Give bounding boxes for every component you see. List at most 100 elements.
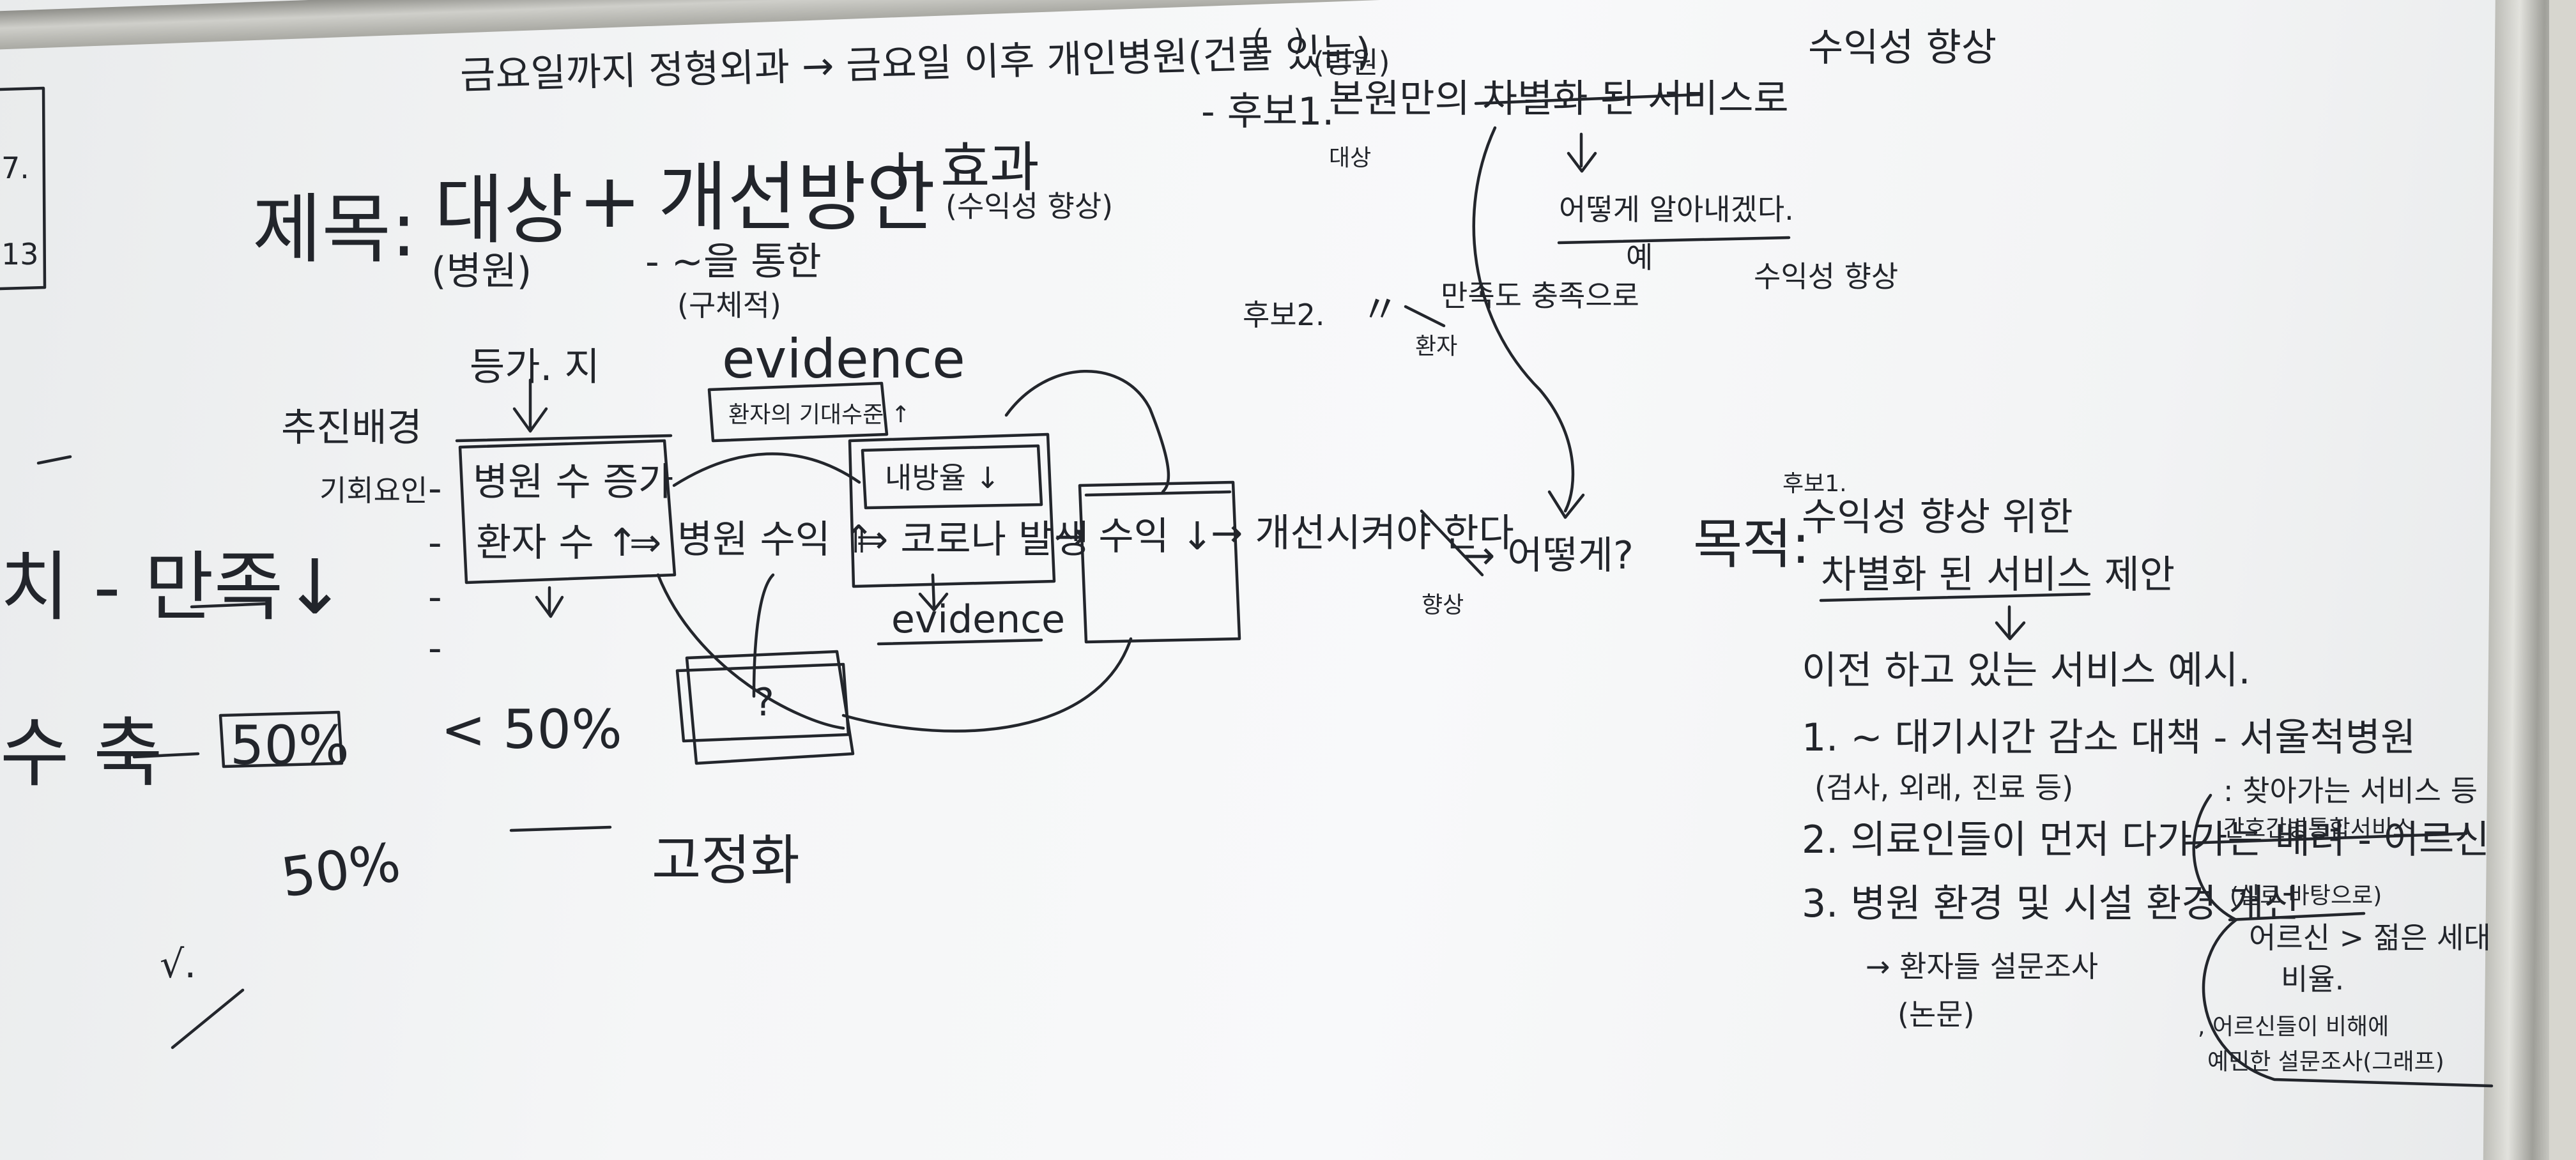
title-heading: 제목:: [252, 185, 417, 273]
item1-underline: [2183, 832, 2468, 845]
question-mark: ?: [754, 680, 774, 725]
candidate1-target: 대상: [1329, 145, 1372, 171]
evidence-underline: [877, 638, 1043, 646]
sub-via: - ~을 통한: [645, 240, 822, 284]
dash-1: -: [428, 466, 442, 511]
visit-rate-down: 내방율 ↓: [885, 461, 1000, 495]
must-improve: → 개선시켜야 한다: [1211, 511, 1514, 556]
slash-line-2: [1404, 305, 1446, 328]
implies-arrow: ⇒: [629, 521, 662, 565]
list-item-3-note-2: 비율.: [2281, 962, 2345, 996]
sub-revenue: (수익성 향상): [946, 189, 1114, 224]
bracket-line-2: [2228, 912, 2366, 922]
candidate2-label: 후보2.: [1243, 298, 1325, 332]
left-fragment-2: 수 축: [0, 709, 163, 797]
doodle-line-3: [171, 988, 245, 1049]
list-item-2-note: (실로 바탕으로): [2230, 883, 2382, 909]
box-question-2: [675, 662, 850, 743]
stat-note: 등가. 지: [470, 345, 600, 390]
arrow-down-1: [1567, 132, 1597, 173]
hospital-count-up: 병원 수 증가: [473, 460, 674, 505]
satisfaction-text: 만족도 충족으로: [1441, 279, 1639, 313]
hospital-revenue: 병원 수익 ⇑: [677, 517, 875, 562]
candidate1-underline: [1474, 93, 1701, 105]
arrow-curve-1: [672, 452, 861, 487]
elderly-survey-2: 예민한 설문조사(그래프): [2207, 1049, 2444, 1075]
dash-4: -: [428, 626, 442, 671]
list-item-1-note: : 찾아가는 서비스 등: [2223, 774, 2478, 808]
box-visit-rate-2: [861, 444, 1043, 510]
box-revenue: [1078, 480, 1241, 644]
fifty-box: [218, 710, 344, 768]
paren-empty: ( ): [1252, 23, 1305, 57]
dash-2: -: [428, 521, 442, 565]
thesis-note: (논문): [1897, 997, 1975, 1032]
doodle-line-1: [36, 455, 72, 465]
box-hospital-count: [458, 439, 677, 584]
list-item-2: 2. 의료인들이 먼저 다가가는 배려 - 어르신: [1802, 818, 2490, 862]
opportunity-label: 기회요인: [319, 473, 428, 508]
arrow-curve-2: [1004, 370, 1170, 494]
margin-number-7: 7.: [1, 151, 29, 185]
wall-edge: [2549, 0, 2576, 1160]
survey-note: → 환자들 설문조사: [1866, 949, 2099, 984]
box-visit-rate: [848, 432, 1056, 588]
example-note: 예: [1626, 240, 1653, 275]
title-target: 대상: [434, 166, 574, 254]
doodle-line-2: [509, 825, 612, 832]
fifty-percent-box: 50%: [230, 714, 349, 777]
evidence-top: evidence: [722, 328, 965, 390]
goal-text: 수익성 향상 위한: [1802, 495, 2073, 540]
goal-label: 목적:: [1693, 513, 1810, 576]
candidate1-text: 본원만의 차별화 된 서비스로: [1329, 77, 1789, 121]
slash-line-1: [1420, 509, 1484, 577]
arrow-curve-3: [656, 573, 845, 730]
revenue-up-top: 수익성 향상: [1808, 26, 1997, 70]
checkmark: √.: [160, 942, 197, 987]
how-underline: [1557, 236, 1791, 245]
patient-count-up: 환자 수 ↑: [476, 521, 639, 565]
revenue-down: → 수익 ↓: [1054, 514, 1214, 559]
evidence-bottom: evidence: [891, 597, 1066, 642]
fixation: 고정화: [652, 829, 800, 892]
how-question: → 어떻게?: [1463, 533, 1634, 578]
list-item-1-note-2: 간호간병통합서비스: [2223, 816, 2414, 842]
arrow-curve-5: [841, 637, 1133, 733]
arrow-down-evidence: [918, 573, 949, 612]
list-item-3: 3. 병원 환경 및 시설 환경 개선: [1802, 881, 2299, 926]
margin-box: [0, 86, 47, 291]
box-revenue-2: [1084, 490, 1232, 497]
elderly-survey: , 어르신들이 비해에: [2198, 1014, 2389, 1040]
list-item-1-detail: (검사, 외래, 진료 등): [1814, 770, 2074, 805]
left-fragment: 치 - 만족↓: [0, 543, 347, 631]
goal-underline: [1819, 592, 2091, 602]
revenue-up-mid: 수익성 향상: [1754, 259, 1899, 294]
ditto-mark: 〃: [1361, 287, 1399, 332]
dash-left: [132, 752, 200, 759]
candidate1-label: - 후보1.: [1201, 89, 1335, 134]
title-plus-effect: + 효과: [878, 136, 1039, 199]
list-item-1: 1. ~ 대기시간 감소 대책 - 서울척병원: [1802, 715, 2416, 760]
box-hospital-count-2: [455, 434, 673, 443]
how-to-know: 어떻게 알아내겠다.: [1559, 192, 1794, 227]
candidate1-hospital: (병원): [1313, 45, 1390, 80]
patient-note: 환자: [1415, 333, 1458, 360]
arrow-down-stat: [512, 378, 548, 433]
box-expectation: [707, 381, 889, 443]
arrow-curve-4: [752, 573, 775, 698]
corona-outbreak: ⇒ 코로나 발생: [856, 517, 1089, 562]
title-plus-1: +: [578, 156, 641, 245]
sub-specific: (구체적): [677, 288, 781, 323]
patient-expectation: 환자의 기대수준 ↑: [728, 402, 910, 428]
box-question: [685, 650, 855, 765]
candidate1-small: 후보1.: [1782, 471, 1847, 497]
title-improvement: 개선방안: [658, 153, 936, 241]
fifty-small: 50%: [277, 830, 404, 910]
goal-text-2: 차별화 된 서비스 제안: [1821, 553, 2175, 597]
dash-3: -: [428, 575, 442, 620]
bracket-right: [2192, 793, 2494, 1088]
margin-number-13: 13: [1, 237, 39, 271]
goal-arrow: [1995, 605, 2026, 641]
